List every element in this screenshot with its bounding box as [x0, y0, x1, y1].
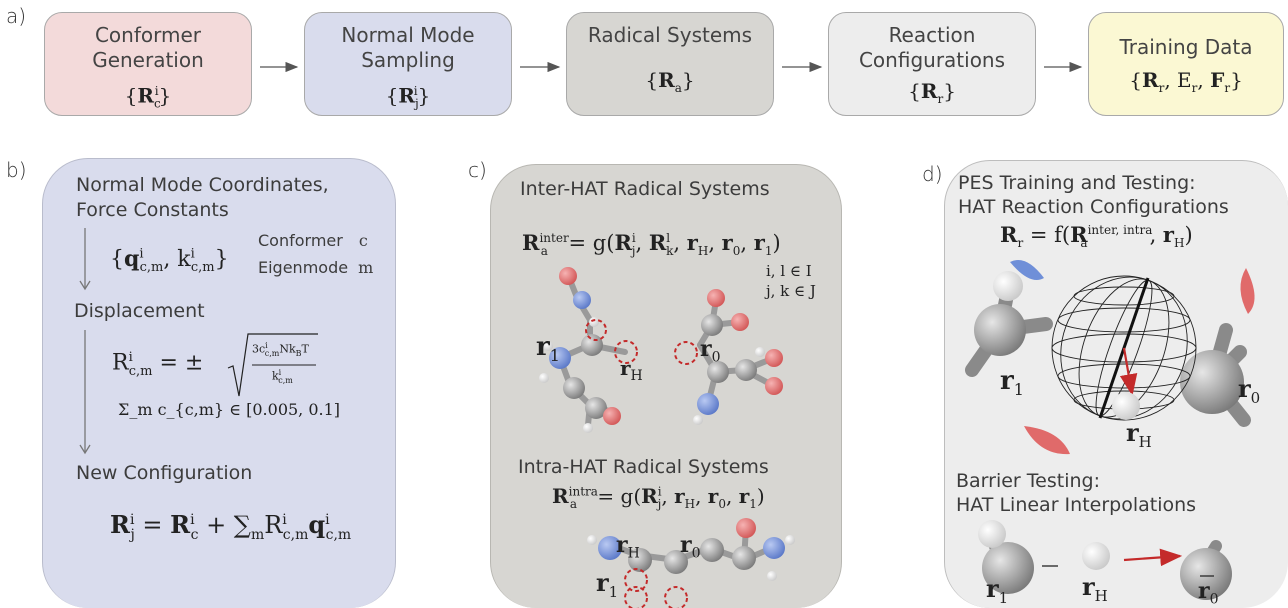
panel-label-c: c) [468, 158, 487, 182]
panel-c-intra-formula: Rintraa = g(Rij, rH, r0, r1) [552, 484, 765, 511]
flow-box-line2: Sampling [361, 48, 455, 72]
panel-b-title-line2: Force Constants [76, 199, 229, 221]
flow-box-line2: Generation [92, 48, 204, 72]
panel-d-barrier-line1: Barrier Testing: [956, 470, 1100, 492]
flow-box-normal-mode-sampling: Normal Mode Sampling {Rji} [304, 12, 512, 116]
panel-c-index-j: j, k ∈ J [766, 282, 816, 300]
flow-box-math: {Rr} [908, 79, 956, 106]
panel-d-title-line1: PES Training and Testing: [958, 172, 1196, 194]
panel-d-rH-label: rH [1126, 418, 1152, 451]
panel-d-barrier-rH-label: rH [1082, 572, 1108, 605]
panel-b-new-config-label: New Configuration [76, 462, 253, 484]
panel-b-normal-mode [42, 158, 396, 608]
flow-box-line1: Training Data [1119, 35, 1253, 59]
flow-box-line1: Normal Mode [341, 23, 475, 47]
flow-box-radical-systems: Radical Systems {Ra} [566, 12, 774, 116]
flow-box-line2: Configurations [858, 48, 1006, 72]
flow-box-math: {Rji} [385, 83, 431, 111]
panel-c-inter-formula: Rintera = g(Rij, Rlk, rH, r0, r1) [522, 230, 781, 259]
panel-d-barrier-r1-label: r1 [986, 574, 1009, 607]
panel-c-radical-systems [490, 164, 842, 608]
flow-box-conformer-generation: Conformer Generation {Rci} [44, 12, 252, 116]
panel-b-title-line1: Normal Mode Coordinates, [76, 174, 329, 196]
panel-b-displacement-formula: Ric,m = ± [112, 350, 204, 379]
panel-c-r0-label: r0 [700, 336, 721, 366]
sqrt-denominator: kic,m [272, 368, 293, 385]
panel-d-barrier-line2: HAT Linear Interpolations [956, 494, 1197, 516]
panel-d-r0-label: r0 [1238, 374, 1261, 407]
flow-box-reaction-configurations: Reaction Configurations {Rr} [828, 12, 1036, 116]
panel-b-new-config-formula: Rij = Ric + ∑mRic,mqic,m [110, 510, 352, 543]
panel-c-inter-title: Inter-HAT Radical Systems [520, 178, 770, 200]
panel-label-a: a) [6, 4, 27, 28]
panel-label-b: b) [6, 158, 27, 182]
panel-c-intra-r0-label: r0 [680, 532, 701, 562]
flow-box-line1: Conformer [94, 23, 202, 47]
flow-box-math: {Rci} [124, 83, 172, 111]
panel-b-qk-set: {qic,m, kic,m} [110, 246, 229, 276]
panel-b-displacement-label: Displacement [74, 300, 205, 322]
panel-d-barrier-r0-label: r0 [1198, 578, 1219, 608]
panel-label-d: d) [922, 162, 943, 186]
flow-box-line1: Reaction [888, 23, 976, 47]
panel-d-formula: Rr = f(Rinter, intraa, rH) [1000, 222, 1193, 251]
panel-c-index-i: i, l ∈ I [766, 262, 812, 280]
panel-b-constraint: Σ_m c_{c,m} ∈ [0.005, 0.1] [118, 400, 341, 419]
flow-box-math: {Rr, Er, Fr} [1129, 68, 1243, 95]
flow-box-line1: Radical Systems [587, 23, 753, 47]
panel-d-title-line2: HAT Reaction Configurations [958, 196, 1229, 218]
panel-c-r1-label: r1 [536, 332, 560, 366]
panel-d-r1-label: r1 [1000, 366, 1024, 400]
sqrt-numerator: 3cic,mNkBT [252, 341, 309, 358]
panel-c-intra-rH-label: rH [616, 532, 640, 562]
flow-box-math: {Ra} [645, 68, 695, 95]
flow-box-training-data: Training Data {Rr, Er, Fr} [1088, 12, 1284, 116]
panel-c-rH-label: rH [620, 356, 643, 384]
panel-c-intra-title: Intra-HAT Radical Systems [518, 456, 769, 478]
panel-c-intra-r1-label: r1 [596, 568, 619, 601]
